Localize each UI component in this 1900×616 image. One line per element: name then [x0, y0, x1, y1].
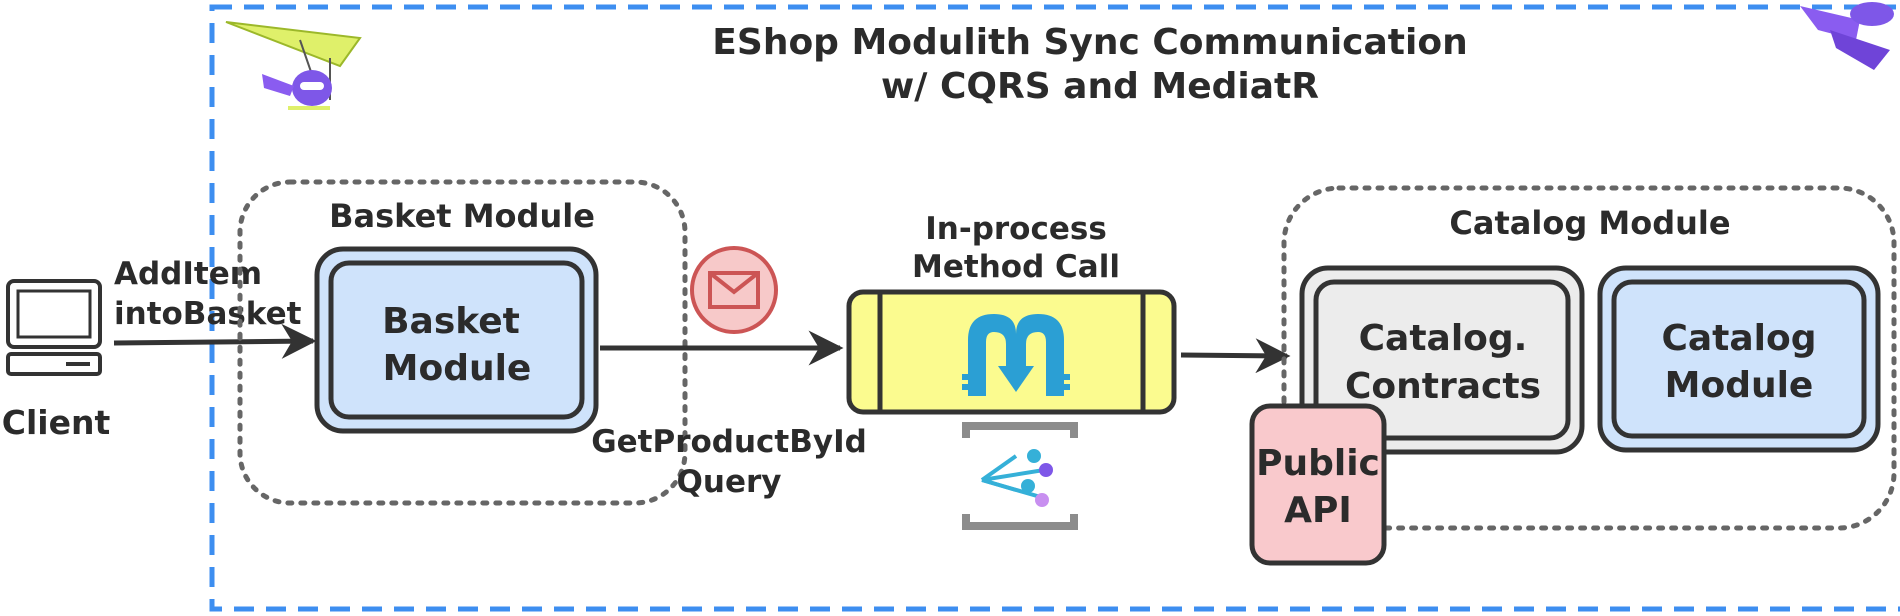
mediatr-logo-icon — [962, 314, 1070, 396]
catalog-module-group — [1281, 185, 1897, 531]
mediator-label-line2: Method Call — [912, 249, 1120, 285]
basket-module-label-line1: Basket — [382, 301, 520, 342]
catalog-module-label-line1: Catalog — [1661, 318, 1816, 359]
basket-module-label-line2: Module — [383, 348, 532, 389]
basket-module-group — [237, 179, 688, 506]
hang-glider-mascot-icon — [225, 21, 362, 110]
mediator-label-line1: In-process — [925, 211, 1107, 247]
diagram-title-line1: EShop Modulith Sync Communication — [712, 22, 1467, 63]
envelope-message-icon — [690, 246, 778, 334]
catalog-module-label-line2: Module — [1665, 365, 1814, 406]
query-label-line1: GetProductById — [591, 424, 867, 460]
mediator-to-catalog-arrow — [1180, 338, 1291, 374]
computer-icon — [6, 279, 102, 376]
public-api-box — [1249, 403, 1387, 566]
catalog-contracts-label-line2: Contracts — [1345, 366, 1541, 407]
mascot-corner-icon — [1800, 2, 1894, 70]
modulith-boundary — [209, 4, 1900, 612]
query-label-line2: Query — [677, 464, 782, 500]
client-to-basket-arrow — [113, 323, 317, 359]
public-api-label-line1: Public — [1256, 443, 1380, 484]
event-grid-icon — [962, 422, 1078, 530]
basket-group-title: Basket Module — [329, 197, 595, 235]
public-api-label-line2: API — [1284, 490, 1352, 531]
client-label: Client — [2, 403, 111, 442]
add-item-label-line2: intoBasket — [114, 296, 302, 332]
catalog-contracts-label-line1: Catalog. — [1359, 318, 1528, 359]
add-item-label-line1: AddItem — [114, 256, 262, 292]
diagram-title-line2: w/ CQRS and MediatR — [881, 66, 1319, 107]
catalog-group-title: Catalog Module — [1449, 204, 1730, 242]
